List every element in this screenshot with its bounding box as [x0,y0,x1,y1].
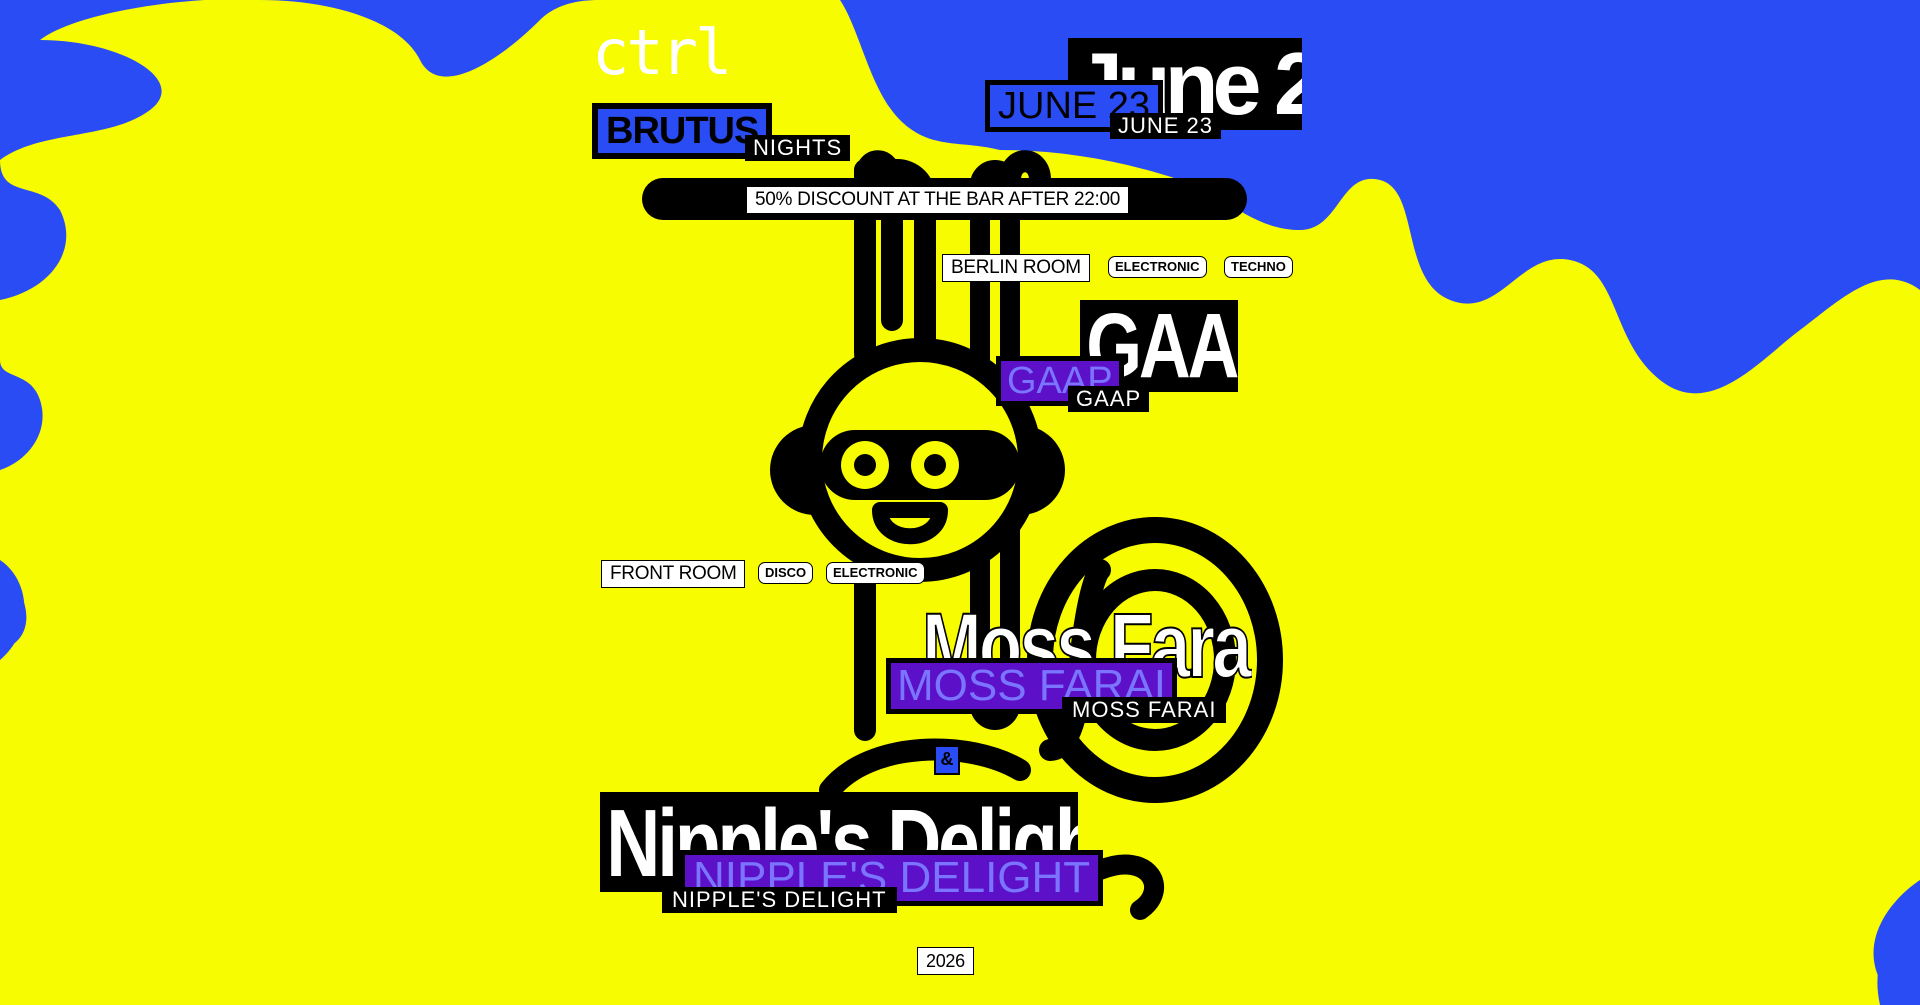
artist-name-small: NIPPLE'S DELIGHT [662,887,897,913]
event-year: 2026 [917,947,974,975]
genre-tag-techno: TECHNO [1224,256,1293,278]
ampersand: & [934,745,960,775]
artist-name-small: GAAP [1068,386,1150,412]
genre-tag-electronic: ELECTRONIC [826,562,925,584]
room-label-front: FRONT ROOM [601,560,746,588]
date-small: JUNE 23 [1110,113,1222,139]
room-label-berlin: BERLIN ROOM [942,254,1090,282]
genre-tag-electronic: ELECTRONIC [1108,256,1207,278]
promo-text: 50% DISCOUNT AT THE BAR AFTER 22:00 [746,186,1130,214]
ctrl-logo[interactable]: ctrl [592,16,732,89]
genre-tag-disco: DISCO [758,562,814,584]
artist-name-boxed: GAAP [996,356,1124,406]
series-title: BRUTUS [592,103,773,159]
series-subtitle: NIGHTS [745,135,851,161]
artist-name-small: MOSS FARAI [1062,697,1227,723]
